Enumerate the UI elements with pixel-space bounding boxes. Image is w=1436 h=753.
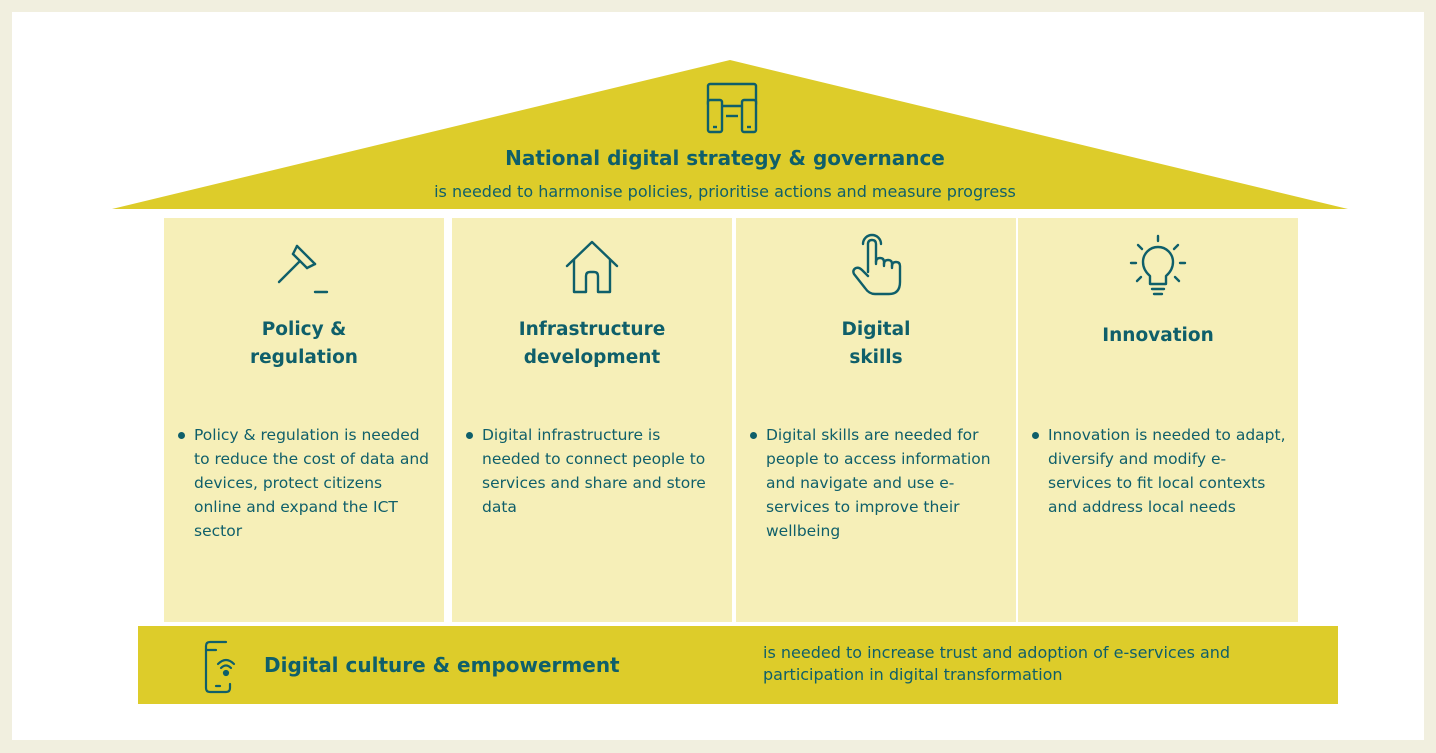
foundation-bar: Digital culture & empowerment is needed … [138,626,1338,704]
touch-hand-icon [736,232,1016,298]
pillar-policy: Policy & regulation Policy & regulation … [164,218,444,622]
pillar-title: Infrastructure development [518,319,666,368]
bullet-dot [466,432,473,439]
phone-wifi-icon [204,640,236,694]
bullet-dot [750,432,757,439]
pillar-title: Innovation [1102,325,1214,346]
pillar-text: Innovation is needed to adapt, diversify… [1048,426,1286,516]
pillar-text: Policy & regulation is needed to reduce … [194,426,430,540]
devices-icon [706,82,758,134]
foundation-title: Digital culture & empowerment [264,653,620,677]
bullet-dot [1032,432,1039,439]
house-icon [452,232,732,298]
bullet-dot [178,432,185,439]
pillar-title: Digital skills [841,319,911,368]
pillar-skills: Digital skills Digital skills are needed… [736,218,1016,622]
pillar-title: Policy & regulation [250,319,358,368]
pillar-bullet: Digital infrastructure is needed to conn… [466,423,722,519]
pillar-bullet: Digital skills are needed for people to … [750,423,1006,543]
pillar-text: Digital skills are needed for people to … [766,426,991,540]
lightbulb-icon [1018,232,1298,298]
pillar-innovation: Innovation Innovation is needed to adapt… [1018,218,1298,622]
gavel-icon [164,232,444,298]
pillar-text: Digital infrastructure is needed to conn… [482,426,706,516]
pillar-bullet: Innovation is needed to adapt, diversify… [1032,423,1288,519]
pillar-infrastructure: Infrastructure development Digital infra… [452,218,732,622]
roof-subtitle: is needed to harmonise policies, priorit… [434,182,1016,201]
foundation-text: is needed to increase trust and adoption… [763,643,1231,684]
pillar-bullet: Policy & regulation is needed to reduce … [178,423,434,543]
roof-title: National digital strategy & governance [505,146,945,170]
